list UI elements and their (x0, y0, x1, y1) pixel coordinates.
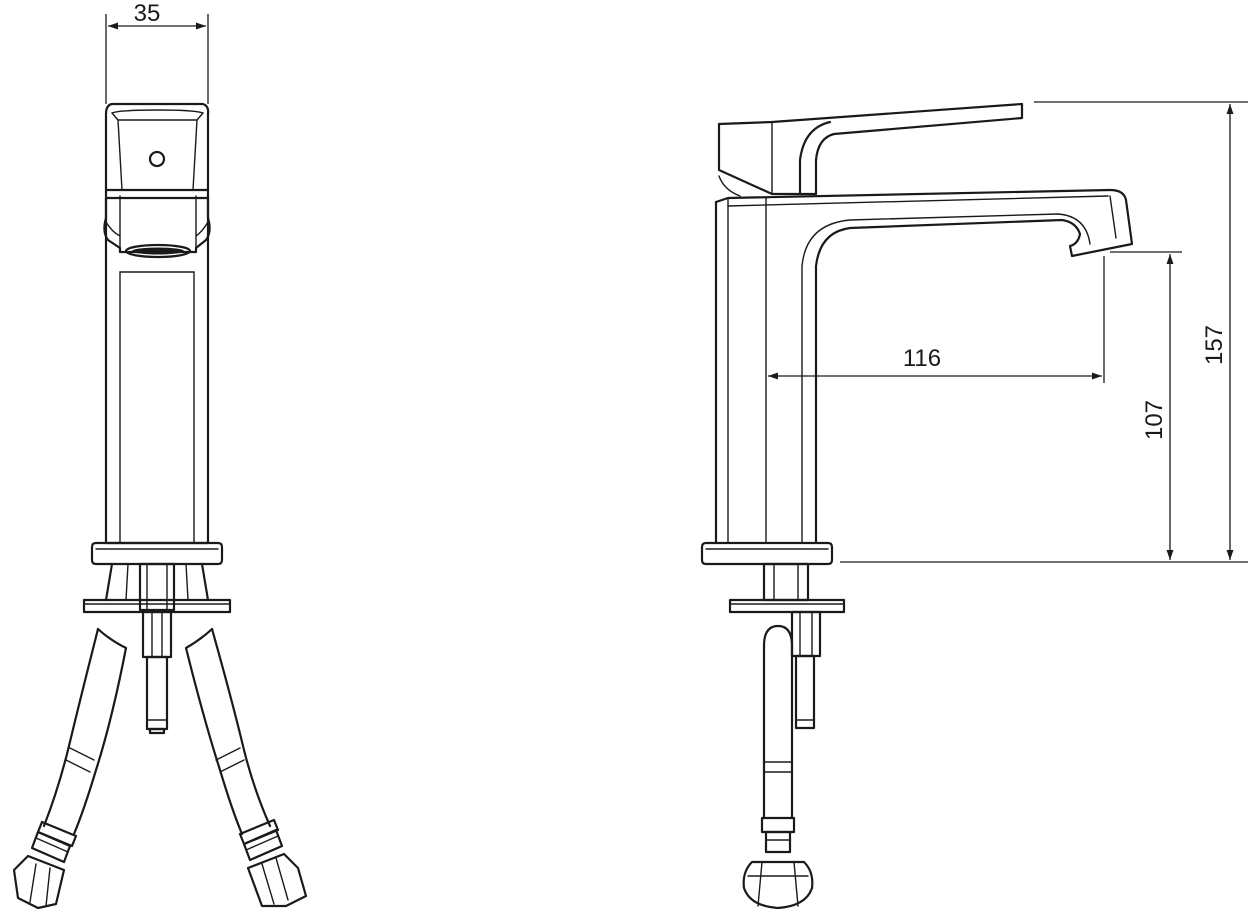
side-body-spout (714, 188, 1134, 545)
side-lever (717, 102, 1024, 197)
dimension-label-157: 157 (1201, 325, 1228, 365)
front-view: 35 (12, 0, 308, 910)
front-hose-right (184, 627, 308, 908)
dimension-spout-reach: 116 (768, 256, 1105, 383)
front-lever-screw (148, 150, 166, 168)
side-view: 116 107 157 (700, 101, 1248, 910)
front-mounting-hardware (82, 562, 232, 735)
dimension-body-width: 35 (105, 0, 209, 104)
side-hose (742, 624, 814, 910)
front-base-flange (90, 541, 224, 566)
dimension-label-116: 116 (903, 345, 941, 372)
dimension-total-height: 157 (1034, 101, 1248, 560)
dimension-spout-height: 107 (840, 251, 1248, 563)
front-hose-left (12, 627, 128, 910)
front-body (104, 188, 210, 545)
front-aerator (103, 195, 211, 259)
dimension-label-35: 35 (134, 0, 161, 27)
front-lever-head (104, 102, 210, 192)
dimension-label-107: 107 (1141, 400, 1168, 440)
side-mounting-hardware (728, 562, 846, 730)
side-base-flange (700, 541, 834, 566)
